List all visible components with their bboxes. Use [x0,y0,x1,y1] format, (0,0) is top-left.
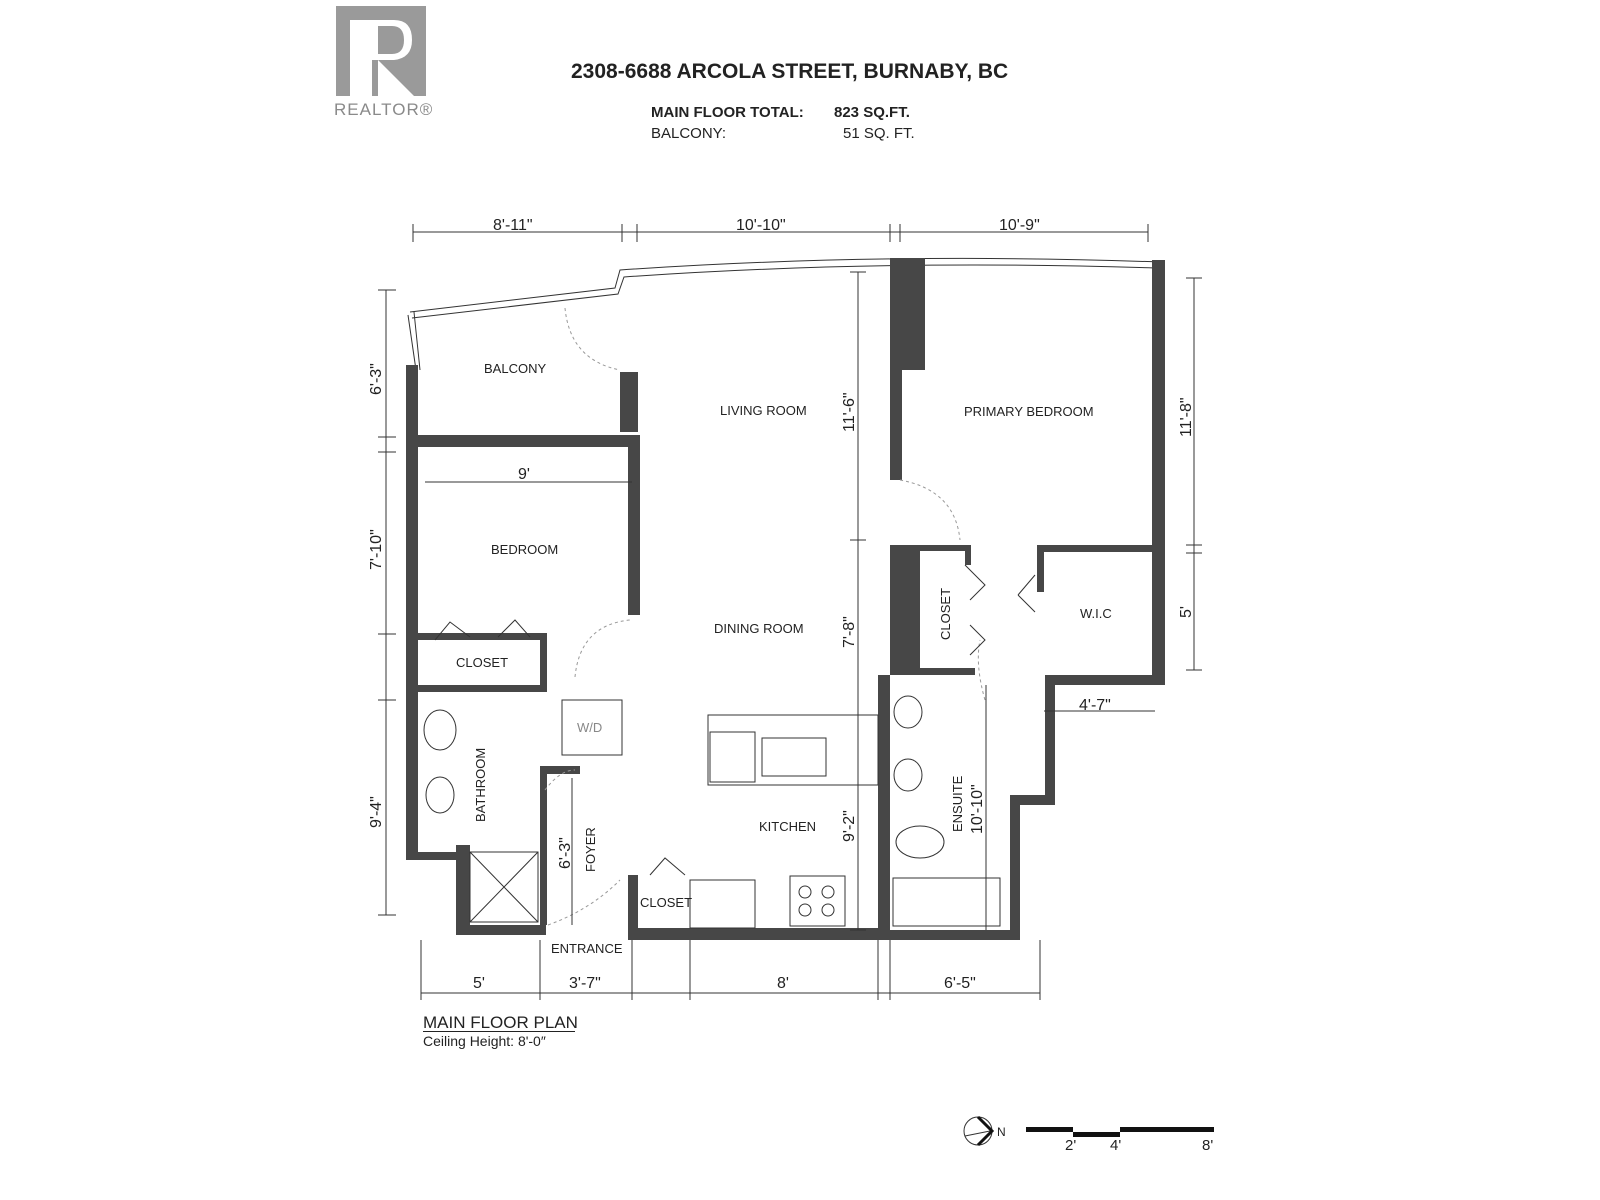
room-label-living: LIVING ROOM [720,403,807,418]
room-label-bathroom: BATHROOM [473,748,488,822]
dim-foyer-height: 6'-3" [557,837,574,869]
north-arrow-icon [963,1115,995,1147]
realtor-logo [336,6,426,96]
realtor-wordmark: REALTOR® [334,100,434,119]
dim-bottom-3: 8' [777,975,789,992]
dim-left-bedroom: 7'-10" [368,529,385,570]
area-label-balcony: BALCONY: [651,125,727,142]
ceiling-height: Ceiling Height: 8'-0″ [423,1033,546,1049]
scale-tick-8: 8' [1202,1137,1213,1154]
area-label-main: MAIN FLOOR TOTAL: [651,104,804,121]
room-label-bedroom: BEDROOM [491,542,558,557]
room-label-primary-bedroom: PRIMARY BEDROOM [964,404,1094,419]
dim-living-height: 11'-6" [841,392,858,432]
dim-ensuite-height: 10'-10" [969,784,986,834]
area-value-balcony: 51 SQ. FT. [843,125,915,142]
scale-bar [1026,1127,1214,1137]
dim-top-left: 8'-11" [493,217,533,234]
scale-tick-4: 4' [1110,1137,1121,1154]
room-label-wic: W.I.C [1080,606,1112,621]
dim-bedroom-width: 9' [518,466,530,483]
room-label-dining: DINING ROOM [714,621,804,636]
dim-kitchen-height: 9'-2" [841,810,858,842]
dim-right-primary: 11'-8" [1178,397,1195,437]
plan-title: MAIN FLOOR PLAN [423,1013,578,1032]
room-label-ensuite: ENSUITE [950,775,965,832]
room-label-wd: W/D [577,720,602,735]
walls [406,258,1165,940]
room-label-foyer: FOYER [583,827,598,872]
dim-bottom-4: 6'-5" [944,975,976,992]
room-label-kitchen: KITCHEN [759,819,816,834]
room-label-balcony: BALCONY [484,361,546,376]
door-swings [434,307,1036,926]
dim-left-balcony: 6'-3" [368,363,385,395]
room-label-primary-closet: CLOSET [938,588,953,640]
room-label-entry-closet: CLOSET [640,895,692,910]
fixtures [423,695,1001,929]
dimension-lines [378,224,1202,1000]
dim-left-bath: 9'-4" [368,796,385,828]
dim-wic-width: 4'-7" [1079,697,1111,714]
dim-right-wic: 5' [1178,606,1195,618]
dim-bottom-2: 3'-7" [569,975,601,992]
scale-tick-2: 2' [1065,1137,1076,1154]
compass-label: N [997,1125,1006,1139]
dim-dining-height: 7'-8" [841,616,858,648]
dim-top-mid: 10'-10" [736,217,786,234]
area-value-main: 823 SQ.FT. [834,104,910,121]
dim-bottom-1: 5' [473,975,485,992]
exterior-glazing [407,257,1161,371]
dim-top-right: 10'-9" [999,217,1040,234]
property-address: 2308-6688 ARCOLA STREET, BURNABY, BC [571,60,1009,83]
room-label-entrance: ENTRANCE [551,941,623,956]
room-label-bedroom-closet: CLOSET [456,655,508,670]
realtor-r-icon [350,20,414,96]
plan-title-underline [423,1031,575,1032]
